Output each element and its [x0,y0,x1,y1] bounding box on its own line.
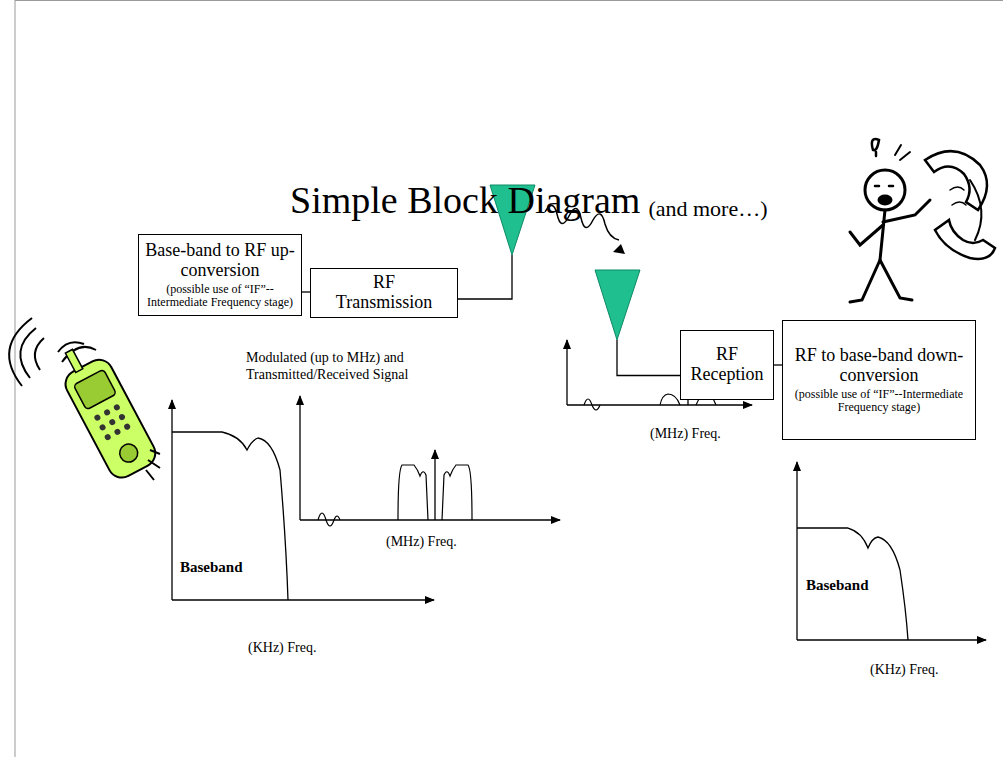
plot-caption: Modulated (up to MHz) and Transmitted/Re… [246,350,521,384]
axis-label: (KHz) Freq. [870,662,938,679]
box-label: RF Reception [685,345,769,385]
radio-wave-head [613,244,625,254]
carrier [434,450,435,520]
box-label: RF to base-band down-conversion [787,346,971,386]
box-label: RF Transmission [329,273,439,313]
sideband [442,465,472,520]
title-aside: (and more…) [648,196,767,222]
axis-label: (MHz) Freq. [386,534,457,551]
axis [796,462,797,640]
confused-caller [850,139,995,302]
box-label: Base-band to RF up-conversion [143,241,297,281]
baseband-trace [318,513,340,526]
spectrum-curve [797,528,908,640]
sideband [398,465,428,520]
process-box: RF to base-band down-conversion(possible… [782,320,976,440]
spectrum-curve [172,432,288,600]
mobile-phone [9,318,160,482]
axis [172,599,434,600]
process-box: RF Transmission [310,268,458,318]
axis-label: Baseband [806,576,869,594]
box-note: (possible use of “IF”--Intermediate Freq… [143,283,297,309]
slide-title: Simple Block Diagram [290,180,640,222]
axis-label: (KHz) Freq. [248,640,316,657]
antenna-feed [458,255,512,299]
axis [797,639,986,640]
axis-label: (MHz) Freq. [650,426,721,443]
connector [774,364,782,365]
process-box: RF Reception [680,330,774,400]
process-box: Base-band to RF up-conversion(possible u… [138,234,302,316]
slide-frame [15,0,16,757]
slide-frame [15,0,1003,1]
axis [566,340,567,405]
connector [302,291,310,292]
sideband [660,394,680,405]
antenna-feed [617,340,680,376]
axis [300,519,560,520]
axis [171,400,172,600]
baseband-trace [584,399,600,410]
box-note: (possible use of “IF”--Intermediate Freq… [787,388,971,414]
rx-antenna [595,270,640,340]
axis [299,396,300,520]
axis-label: Baseband [180,558,243,576]
